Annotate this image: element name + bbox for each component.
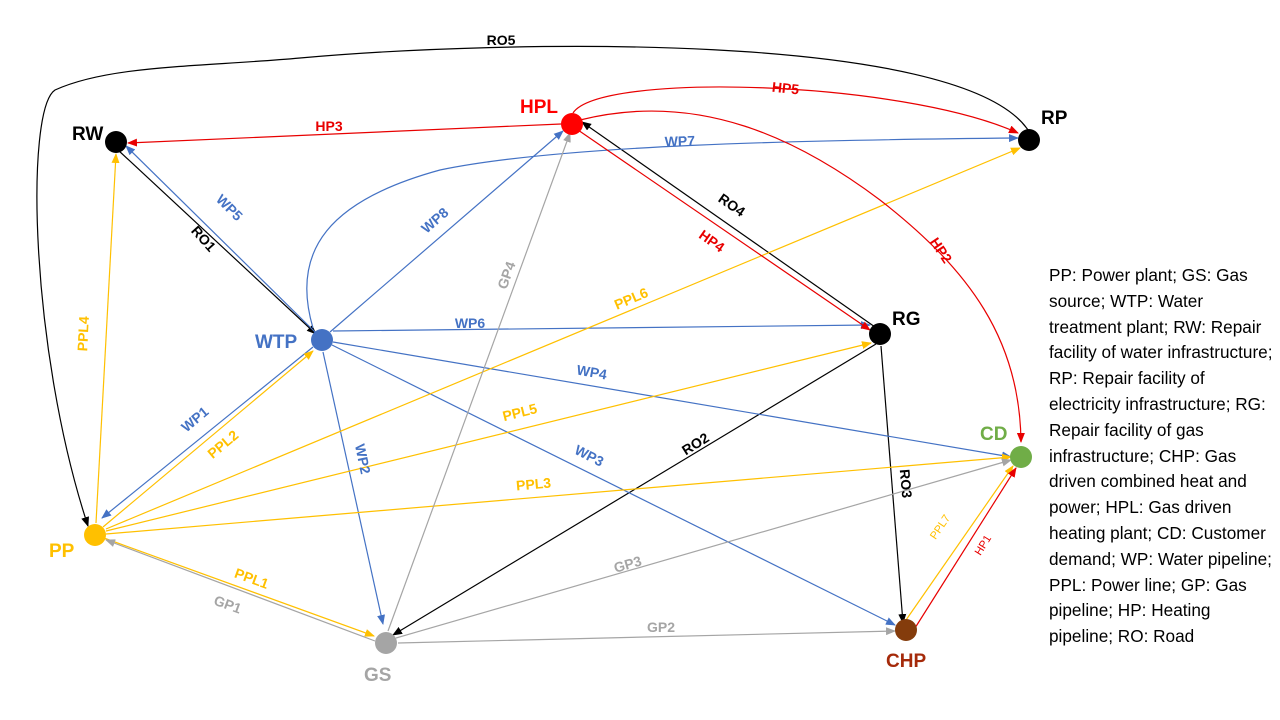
node-chp [895,619,917,641]
edge-gp1 [105,539,376,642]
heat-edges [127,86,1025,629]
road-edges [36,45,1029,636]
edge-ro3 [880,345,907,624]
label-gp2: GP2 [647,619,675,635]
node-label-chp: CHP [886,651,926,672]
edge-wp7 [306,134,1019,329]
label-wp7: WP7 [664,132,695,149]
edge-wp6 [332,321,871,332]
node-label-pp: PP [49,541,75,562]
edge-wp2 [322,351,385,625]
label-ppl2: PPL2 [204,427,241,462]
label-gp4: GP4 [494,259,519,291]
nodes [84,113,1040,654]
label-wp6: WP6 [455,315,486,331]
edge-wp1 [101,346,314,519]
node-rg [869,323,891,345]
label-ppl5: PPL5 [501,400,539,424]
node-label-rg: RG [892,309,921,330]
edge-ppl3 [105,453,1012,535]
node-wtp [311,329,333,351]
label-ppl1: PPL1 [233,565,272,592]
edge-ro1 [117,149,317,335]
label-wp3: WP3 [572,442,606,470]
node-hpl [561,113,583,135]
edge-ppl5 [105,341,872,532]
edge-ppl1 [103,537,375,637]
edge-ro5 [36,45,1029,527]
water-edges [101,130,1019,626]
node-cd [1010,446,1032,468]
node-rw [105,131,127,153]
node-label-gs: GS [364,665,391,686]
edge-gp3 [395,458,1012,639]
label-wp4: WP4 [576,362,609,383]
label-hp3: HP3 [315,118,342,134]
edge-hp3 [127,123,562,147]
edge-wp5 [125,145,317,334]
node-pp [84,524,106,546]
edge-ppl7 [905,465,1014,621]
edge-wp4 [332,341,1012,460]
label-ppl3: PPL3 [515,475,551,494]
gas-edges [105,132,1012,644]
node-gs [375,632,397,654]
edge-hp1 [914,467,1017,629]
label-hp4: HP4 [696,227,728,256]
node-label-rw: RW [72,124,103,145]
label-ppl4: PPL4 [74,316,92,352]
edge-ro4 [581,121,876,328]
label-gp3: GP3 [612,553,644,576]
edge-gp2 [397,627,896,644]
node-label-wtp: WTP [255,332,298,353]
edge-hp2 [579,110,1025,443]
edge-ppl2 [102,350,314,528]
label-wp2: WP2 [352,442,374,475]
label-hp5: HP5 [771,79,800,98]
label-gp1: GP1 [212,592,244,617]
power-edges [95,147,1021,637]
label-ro5: RO5 [487,32,516,48]
edge-ppl6 [105,147,1021,530]
label-hp1: HP1 [973,533,995,558]
node-label-rp: RP [1041,108,1068,129]
edge-hp4 [577,129,871,331]
edge-labels: RO5 RO1 RO4 RO2 RO3 WP1 WP2 WP3 WP4 WP5 … [74,32,994,635]
node-label-cd: CD [980,424,1007,445]
legend-text: PP: Power plant; GS: Gas source; WTP: Wa… [1049,265,1273,647]
node-label-hpl: HPL [520,97,558,118]
label-ro3: RO3 [897,469,915,499]
edge-hp5 [572,86,1019,134]
edge-ppl4 [95,153,120,524]
node-rp [1018,129,1040,151]
label-ro1: RO1 [188,223,219,255]
node-labels: RW RP HPL WTP RG CD PP GS CHP [49,97,1068,686]
edge-wp3 [331,344,896,626]
label-ro4: RO4 [715,190,748,220]
label-ppl7: PPL7 [928,513,953,542]
label-ro2: RO2 [679,429,712,458]
edge-wp8 [329,130,564,333]
edge-gp4 [387,132,571,632]
label-wp1: WP1 [178,403,212,435]
label-ppl6: PPL6 [612,284,651,312]
label-wp5: WP5 [213,191,246,224]
label-hp2: HP2 [927,234,956,266]
